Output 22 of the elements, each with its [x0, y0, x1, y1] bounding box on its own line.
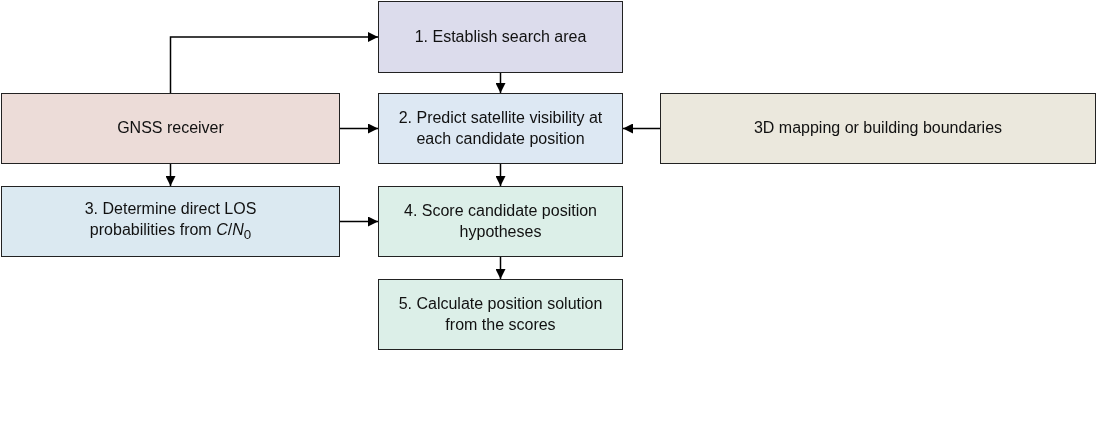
- step-text: GNSS receiver: [116, 118, 225, 139]
- step-text: 3. Determine direct LOS probabilities from C/N$_{0}$: [83, 199, 258, 244]
- arrow: [495, 72, 506, 94]
- arrow: [495, 163, 506, 187]
- process-box: [378, 1, 623, 73]
- process-box: [660, 93, 1096, 164]
- step-text: 5. Calculate position solution from the scores: [397, 293, 604, 335]
- process-box: [1, 186, 340, 257]
- arrow: [622, 123, 661, 134]
- process-box: [1, 93, 340, 164]
- process-box: [378, 186, 623, 257]
- arrow: [169, 32, 379, 94]
- step-text: 3D mapping or building boundaries: [752, 118, 1004, 139]
- arrow: [339, 123, 379, 134]
- step-text: 2. Predict satellite visibility at each candidate position: [397, 107, 604, 149]
- process-box: [378, 93, 623, 164]
- process-box: [378, 279, 623, 350]
- arrow: [165, 163, 176, 187]
- arrow: [339, 216, 379, 227]
- arrow: [495, 256, 506, 280]
- step-text: 4. Score candidate position hypotheses: [403, 200, 598, 242]
- step-text: 1. Establish search area: [413, 26, 588, 47]
